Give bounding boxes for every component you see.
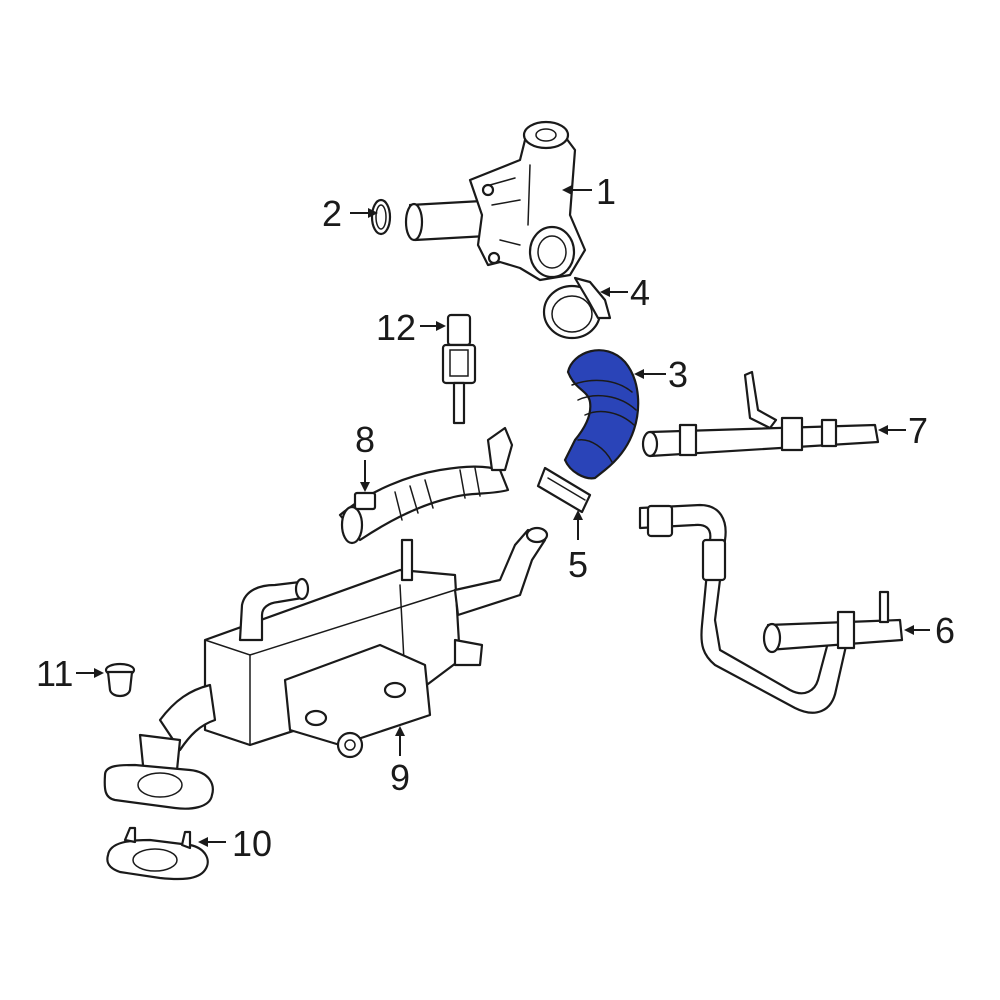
callout-6: 6 bbox=[935, 610, 955, 651]
part-4-hose-clamp[interactable] bbox=[542, 276, 612, 340]
part-9-egr-cooler[interactable] bbox=[103, 526, 549, 810]
callout-4: 4 bbox=[630, 272, 650, 313]
callout-7: 7 bbox=[908, 410, 928, 451]
callout-12: 12 bbox=[376, 307, 416, 348]
callout-11: 11 bbox=[36, 653, 73, 694]
part-8-hose[interactable] bbox=[338, 426, 514, 545]
part-5-hose-clamp[interactable] bbox=[536, 466, 592, 514]
part-6-tube-assembly[interactable] bbox=[638, 503, 904, 714]
callout-8: 8 bbox=[355, 419, 375, 460]
part-11-plug[interactable] bbox=[104, 662, 136, 698]
part-2-o-ring[interactable] bbox=[370, 198, 392, 236]
callout-1: 1 bbox=[596, 171, 616, 212]
callout-9: 9 bbox=[390, 757, 410, 798]
part-7-coolant-pipe[interactable] bbox=[641, 370, 880, 458]
callout-3: 3 bbox=[668, 354, 688, 395]
part-1-thermostat-housing[interactable] bbox=[404, 120, 587, 282]
callout-5: 5 bbox=[568, 544, 588, 585]
callout-2: 2 bbox=[322, 193, 342, 234]
part-12-temperature-sensor[interactable] bbox=[441, 313, 477, 425]
callout-10: 10 bbox=[232, 823, 272, 864]
leader-lines bbox=[76, 185, 930, 847]
part-10-gasket[interactable] bbox=[106, 826, 209, 881]
part-3-coolant-hose[interactable] bbox=[563, 349, 640, 480]
